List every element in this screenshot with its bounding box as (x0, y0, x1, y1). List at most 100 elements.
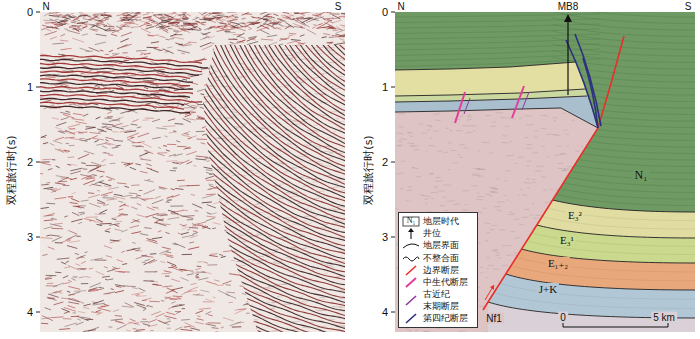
seismic-noise (175, 20, 183, 21)
seismic-noise (145, 24, 152, 26)
seismic-noise (199, 28, 202, 30)
seismic-noise (339, 15, 348, 17)
seismic-noise (343, 35, 356, 36)
seismic-noise (342, 242, 352, 243)
seismic-noise (134, 17, 140, 18)
seismic-noise (182, 235, 194, 238)
seismic-noise (171, 302, 175, 304)
seismic-noise (142, 95, 149, 97)
seismic-noise (58, 131, 65, 133)
seismic-noise (195, 322, 204, 324)
seismic-noise (120, 110, 131, 113)
seismic-noise (106, 109, 111, 111)
seismic-noise (152, 137, 161, 139)
seismic-noise (340, 80, 349, 83)
seismic-noise (208, 36, 214, 38)
seismic-noise (342, 26, 349, 27)
seismic-noise (115, 62, 122, 63)
seismic-noise (121, 162, 130, 164)
seismic-noise (83, 114, 88, 116)
seismic-noise (215, 18, 223, 22)
seismic-noise (173, 167, 177, 168)
seismic-noise (188, 247, 199, 249)
seismic-noise (141, 28, 151, 33)
seismic-noise (203, 271, 212, 274)
seismic-noise (131, 220, 140, 223)
seismic-noise (52, 316, 64, 318)
seismic-noise (41, 135, 47, 137)
seismic-noise (197, 261, 202, 263)
seismic-noise (228, 29, 235, 30)
seismic-noise (64, 312, 69, 314)
seismic-noise (63, 282, 70, 284)
seismic-noise (80, 175, 92, 177)
seismic-noise (158, 25, 167, 30)
seismic-noise (111, 288, 114, 290)
seismic-noise (95, 42, 106, 45)
seismic-noise (193, 231, 197, 232)
seismic-noise (226, 15, 232, 19)
seismic-noise (324, 22, 332, 26)
seismic-noise (71, 316, 79, 318)
seismic-noise (140, 54, 143, 55)
seismic-noise (102, 146, 107, 148)
seismic-noise (260, 25, 269, 29)
seismic-noise (107, 23, 111, 26)
seismic-noise (162, 273, 170, 274)
seismic-noise (228, 39, 237, 40)
seismic-noise (96, 271, 105, 275)
seismic-noise (312, 14, 318, 16)
seismic-noise (167, 144, 176, 145)
seismic-noise (263, 14, 269, 17)
seismic-noise (148, 35, 159, 37)
seismic-noise (50, 189, 56, 192)
seismic-noise (312, 27, 315, 29)
seismic-noise (83, 26, 87, 27)
seismic-noise (81, 261, 86, 263)
seismic-noise (222, 281, 231, 284)
seismic-noise (241, 18, 245, 19)
seismic-noise (246, 313, 250, 314)
seismic-noise (181, 24, 188, 26)
seismic-noise (288, 35, 293, 36)
seismic-noise (343, 246, 355, 248)
seismic-noise (232, 12, 237, 13)
seismic-noise (194, 27, 198, 29)
seismic-noise (89, 268, 93, 270)
seismic-noise (176, 43, 183, 45)
seismic-noise (117, 260, 123, 262)
seismic-noise (48, 247, 55, 250)
seismic-noise (152, 237, 163, 239)
seismic-noise (298, 43, 306, 44)
seismic-noise (53, 283, 63, 287)
seismic-noise (61, 262, 66, 264)
seismic-noise (194, 210, 198, 211)
seismic-noise (206, 36, 210, 37)
seismic-noise (88, 192, 94, 194)
seismic-noise (96, 224, 102, 225)
seismic-noise (345, 77, 350, 78)
seismic-noise (345, 295, 352, 297)
seismic-noise (176, 297, 180, 298)
seismic-noise (143, 324, 150, 326)
seismic-noise (199, 308, 211, 309)
seismic-noise (131, 137, 135, 138)
seismic-noise (237, 33, 245, 37)
seismic-noise (46, 213, 55, 216)
seismic-noise (181, 53, 185, 55)
seismic-noise (186, 119, 195, 120)
seismic-noise (62, 17, 71, 19)
seismic-noise (187, 185, 200, 186)
seismic-noise (193, 165, 196, 167)
seismic-noise (96, 117, 101, 119)
seismic-noise (137, 127, 141, 128)
seismic-noise (232, 326, 241, 327)
seismic-noise (121, 19, 129, 20)
seismic-noise (175, 31, 183, 34)
seismic-noise (85, 51, 93, 52)
seismic-noise (197, 224, 206, 227)
seismic-noise (109, 326, 113, 327)
seismic-noise (68, 265, 80, 270)
seismic-noise (85, 251, 88, 253)
seismic-noise (197, 266, 202, 268)
